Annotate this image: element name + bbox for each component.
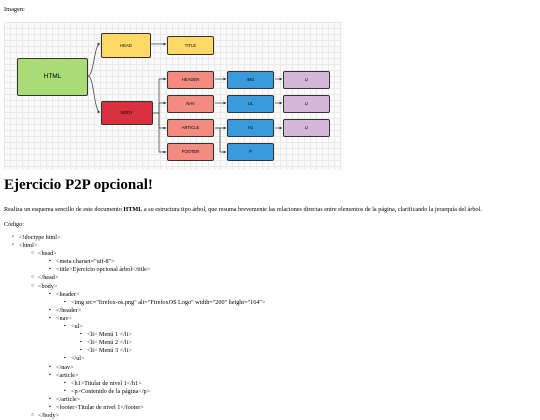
node-li-2: LI (283, 95, 330, 113)
node-head: HEAD (101, 33, 151, 58)
node-li-3: LI (283, 119, 330, 137)
node-li-1: LI (283, 71, 330, 89)
description-text-end: a su estructura tipo árbol, que resuma b… (142, 206, 482, 213)
page-title: Ejercicio P2P opcional! (4, 177, 153, 193)
diagram-connectors (87, 42, 283, 154)
page: Imagen: (4, 6, 536, 419)
node-article: ARTICLE (167, 119, 214, 137)
description-bold: HTML (123, 206, 143, 213)
tree-diagram: HTML HEAD TITLE BODY HEADER NAV ARTICLE … (4, 22, 342, 170)
node-ul: UL (227, 95, 274, 113)
node-h1: H1 (227, 119, 274, 137)
node-html: HTML (17, 58, 88, 96)
node-nav: NAV (167, 95, 214, 113)
description: Realiza un esquema sencillo de este docu… (4, 206, 536, 214)
node-p: P (227, 143, 274, 161)
node-footer: FOOTER (167, 143, 214, 161)
image-label: Imagen: (4, 6, 25, 13)
node-title: TITLE (167, 36, 214, 55)
node-img: IMG (227, 71, 274, 89)
node-body: BODY (101, 101, 153, 125)
node-header: HEADER (167, 71, 214, 89)
code-label: Código: (4, 221, 24, 228)
description-text-start: Realiza un esquema sencillo de este docu… (4, 206, 124, 213)
